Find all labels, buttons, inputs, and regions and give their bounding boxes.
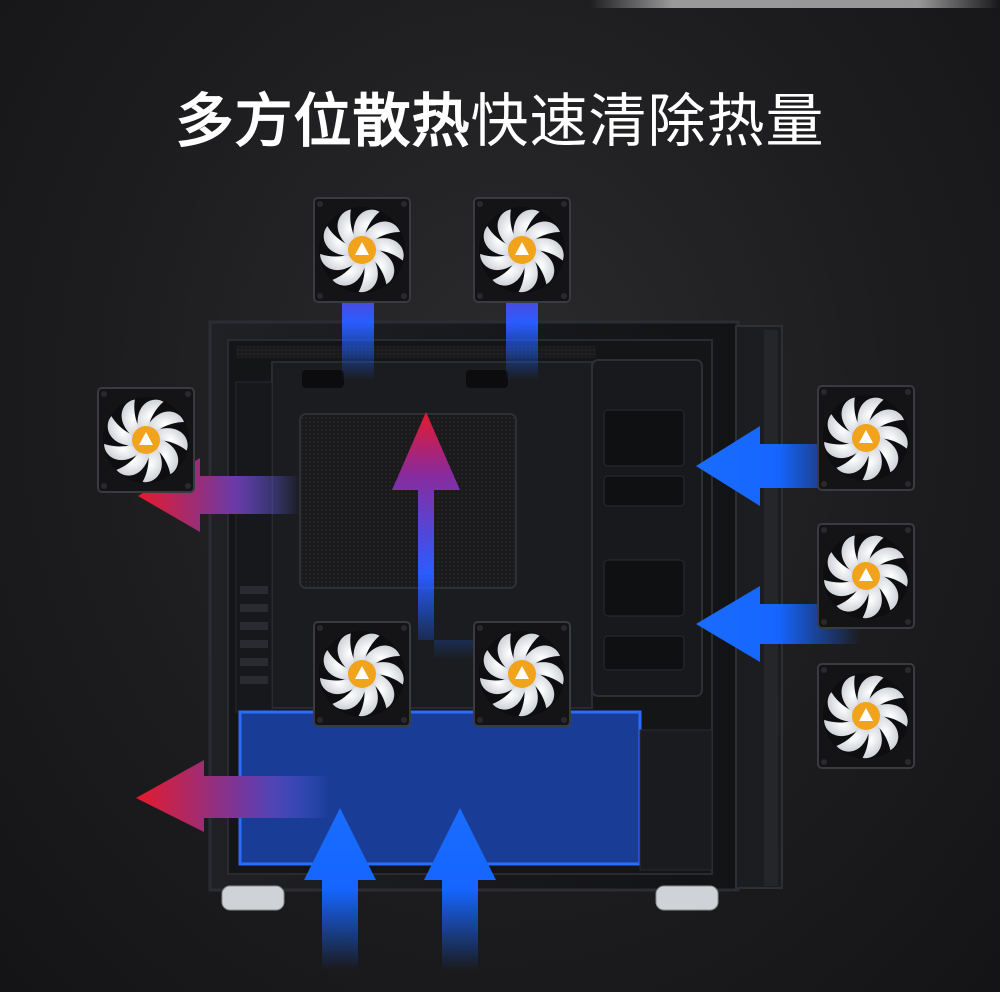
arrow-icon xyxy=(136,760,330,832)
fan-icon xyxy=(817,663,915,769)
headline: 多方位散热快速清除热量 xyxy=(0,74,1000,158)
fan-icon xyxy=(817,385,915,491)
arrow-icon xyxy=(392,412,540,660)
headline-light: 快速清除热量 xyxy=(470,87,825,155)
fan-icon xyxy=(313,197,411,303)
arrow-icon xyxy=(304,808,376,970)
fan-icon xyxy=(313,621,411,727)
cpu-cutout xyxy=(299,413,517,589)
pc-case xyxy=(208,320,783,911)
top-highlight-bar xyxy=(590,0,1000,8)
fan-icon xyxy=(97,387,195,493)
headline-bold: 多方位散热 xyxy=(175,87,471,155)
fan-icon xyxy=(473,621,571,727)
arrow-icon xyxy=(424,808,496,970)
fan-icon xyxy=(473,197,571,303)
fan-icon xyxy=(817,523,915,629)
